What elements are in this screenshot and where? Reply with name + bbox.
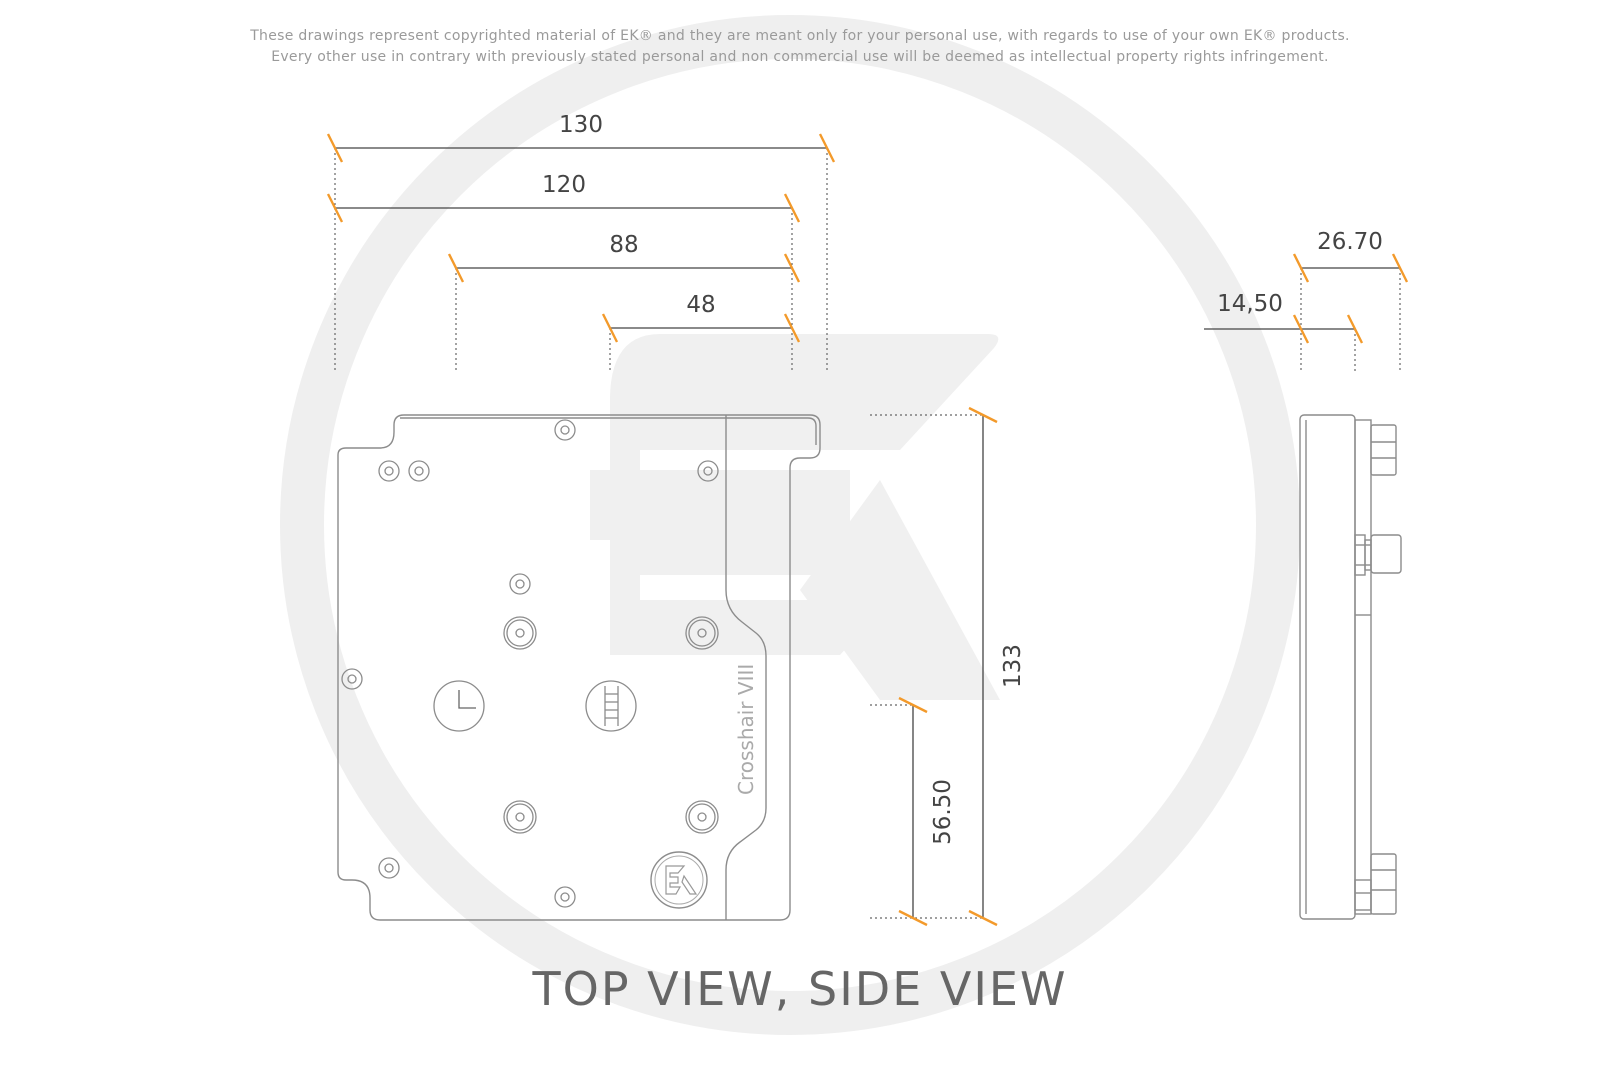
copyright-notice-line-2: Every other use in contrary with previou… [271, 49, 1329, 65]
extension-lines-height [870, 414, 983, 919]
view-caption: TOP VIEW, SIDE VIEW [532, 962, 1068, 1016]
dim-88: 88 [609, 232, 638, 258]
port-right [585, 680, 637, 732]
watermark-logo [280, 15, 1300, 1035]
extension-lines-side [1300, 268, 1401, 372]
ek-badge [650, 851, 708, 909]
side-view-block [1299, 414, 1402, 920]
dimension-ticks-top [326, 133, 836, 343]
dimension-lines-side [1204, 267, 1400, 330]
dimension-ticks-height [898, 406, 998, 927]
dim-130: 130 [559, 112, 603, 138]
dim-48: 48 [686, 292, 715, 318]
dim-56-50: 56.50 [930, 779, 956, 845]
model-label: Crosshair VIII [734, 664, 758, 795]
extension-lines-top [334, 148, 828, 372]
screw-holes [341, 419, 719, 908]
dim-120: 120 [542, 172, 586, 198]
dimension-lines-height [912, 415, 984, 918]
top-view-block [337, 414, 821, 921]
dimension-ticks-side [1292, 253, 1409, 344]
dim-133: 133 [1000, 644, 1026, 688]
port-left [433, 680, 485, 732]
copyright-notice-line-1: These drawings represent copyrighted mat… [250, 28, 1350, 44]
dim-14-50: 14,50 [1217, 291, 1283, 317]
dimension-lines-top [334, 147, 827, 329]
dim-26-70: 26.70 [1317, 229, 1383, 255]
